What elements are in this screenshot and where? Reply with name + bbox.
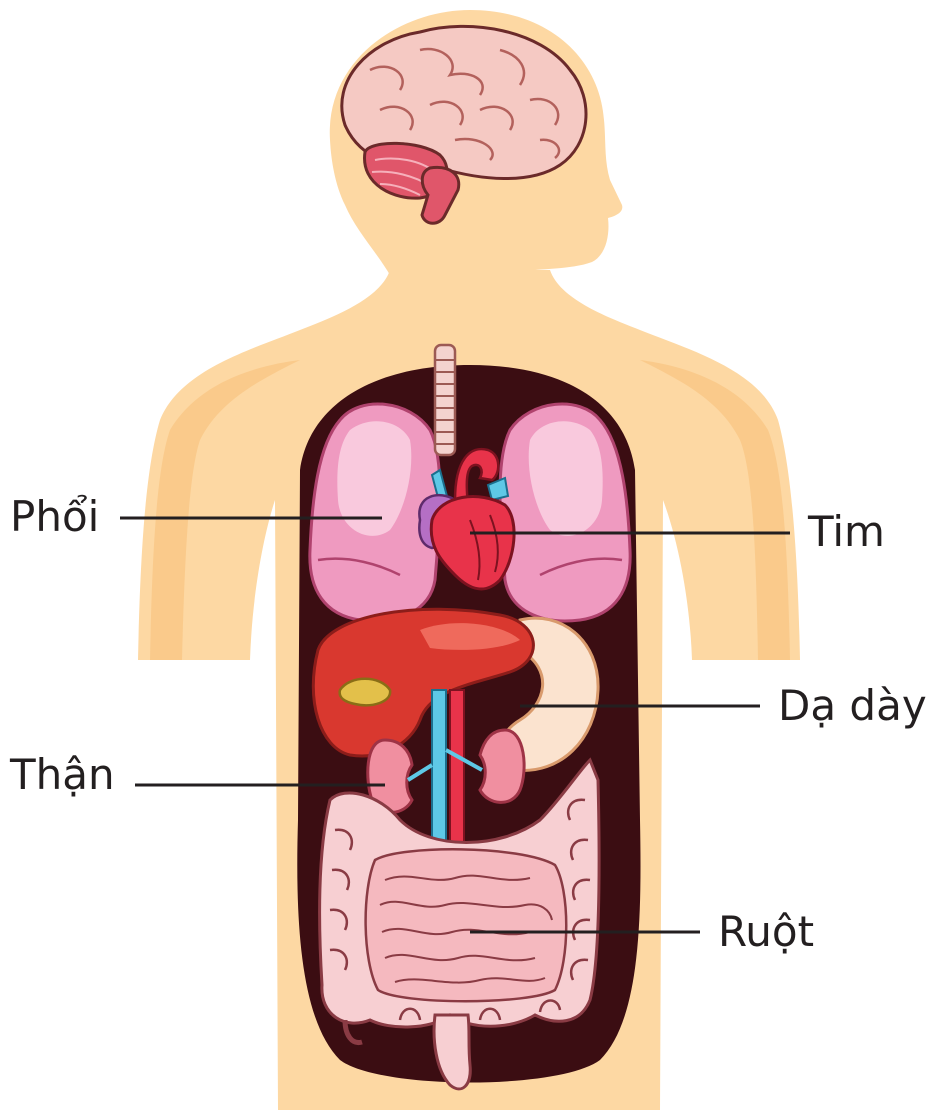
label-intestines: Ruột xyxy=(718,907,814,956)
small-intestine xyxy=(366,849,567,1001)
kidney-right xyxy=(480,730,524,802)
gallbladder xyxy=(340,679,390,705)
trachea xyxy=(435,345,455,455)
trachea-tube xyxy=(435,345,455,455)
aorta-descending xyxy=(450,690,464,850)
vena-cava xyxy=(432,690,446,850)
label-stomach: Dạ dày xyxy=(778,681,927,730)
label-heart: Tim xyxy=(807,507,885,556)
label-kidneys: Thận xyxy=(9,750,115,799)
label-lungs: Phổi xyxy=(10,492,99,541)
